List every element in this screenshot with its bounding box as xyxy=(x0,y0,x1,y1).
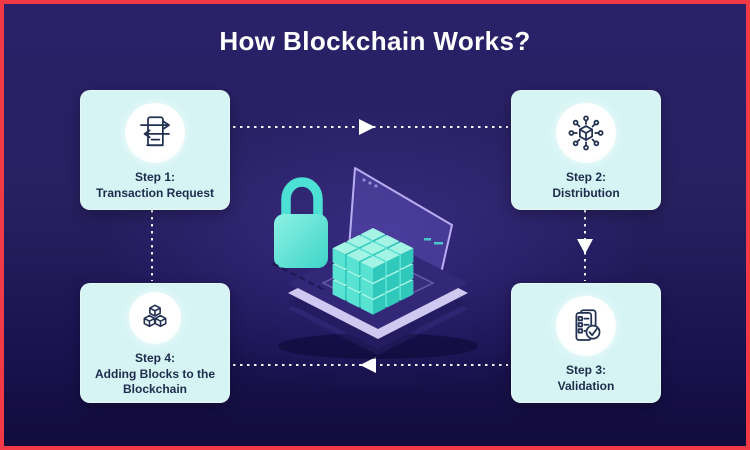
step-card-3: Step 3: Validation xyxy=(511,283,661,403)
arrowhead-left-icon xyxy=(360,357,376,373)
arrowhead-right-icon xyxy=(359,119,375,135)
step-icon-circle xyxy=(556,103,616,163)
laptop-reflection xyxy=(288,263,468,355)
arrowhead-down-icon xyxy=(577,239,593,254)
step-card-1: Step 1: Transaction Request xyxy=(80,90,230,210)
step-label: Step 3: Validation xyxy=(557,363,615,393)
step-icon-circle xyxy=(556,296,616,356)
validation-icon xyxy=(575,309,601,341)
step-label: Step 2: Distribution xyxy=(552,170,620,200)
binary-dashes xyxy=(272,262,324,291)
step-label: Step 1: Transaction Request xyxy=(95,170,215,200)
page-title: How Blockchain Works? xyxy=(219,26,531,56)
laptop-illustration xyxy=(272,167,478,359)
transaction-request-icon xyxy=(140,116,170,147)
step-icon-circle xyxy=(125,103,185,163)
laptop-shadow xyxy=(278,333,478,359)
blockchain-cube xyxy=(332,228,414,315)
step-label: Step 4: Adding Blocks to the Blockchain xyxy=(95,351,215,397)
distribution-icon xyxy=(568,115,604,151)
step-card-4: Step 4: Adding Blocks to the Blockchain xyxy=(80,283,230,403)
padlock xyxy=(272,177,328,291)
step-card-2: Step 2: Distribution xyxy=(511,90,661,210)
step-icon-circle xyxy=(129,292,181,344)
blocks-stack-icon xyxy=(143,304,167,328)
laptop-screen xyxy=(347,167,453,301)
laptop-base xyxy=(288,237,468,349)
